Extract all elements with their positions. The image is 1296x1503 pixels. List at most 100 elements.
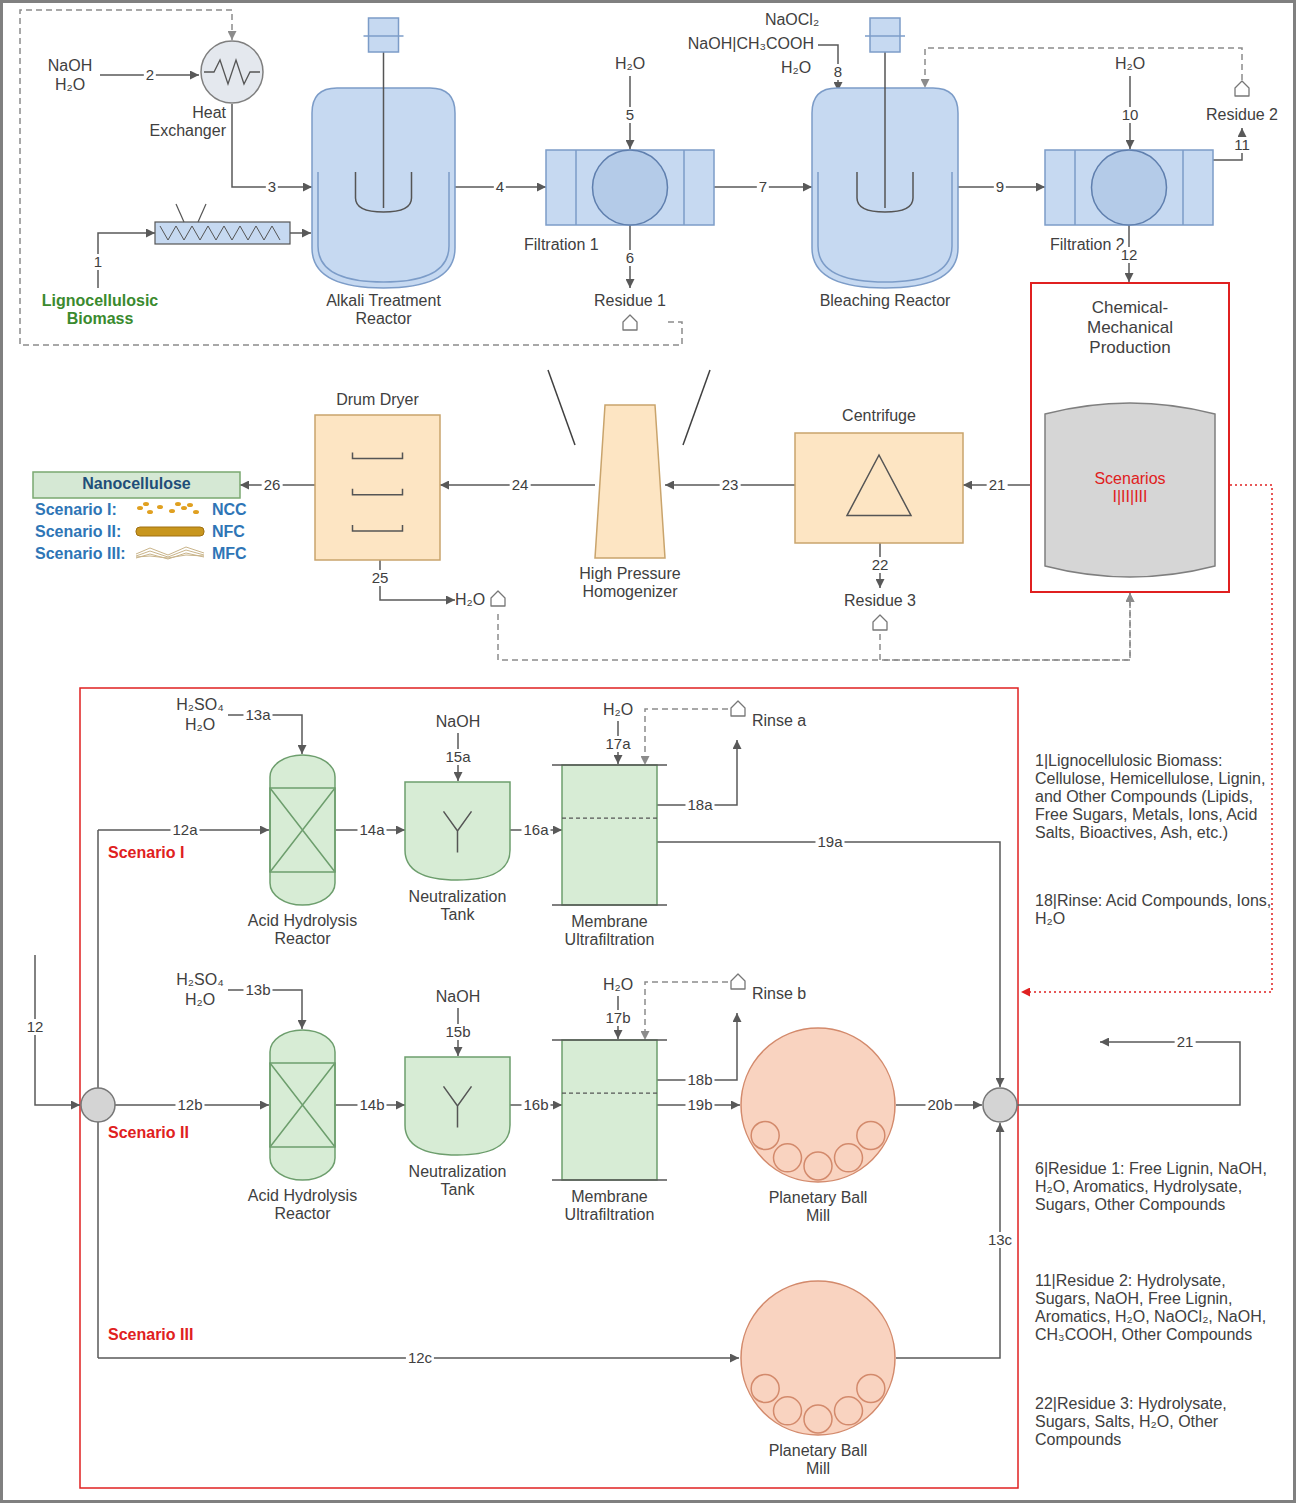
product-label: Scenario II: [35,523,121,541]
nfc-icon [136,527,204,536]
filter-housing [1045,150,1213,225]
heat-exchanger: Heat Exchanger [200,40,264,104]
tank-body [405,782,510,880]
homogenizer-body [595,405,665,558]
stream-number: 13b [243,982,272,998]
hopper [198,204,206,222]
node-label: Residue 3 [832,592,928,610]
ncc-icon [157,505,163,509]
dryer-tray [353,525,403,531]
stream-number: 20b [925,1097,954,1113]
membrane [562,818,657,819]
neutralization-tank: Neutralization Tank [405,782,510,880]
production-box: Chemical- Mechanical ProductionScenarios… [1030,282,1230,593]
legend-note: 22|Residue 3: Hydrolysate, Sugars, Salts… [1035,1395,1275,1449]
stream-number: 18b [685,1072,714,1088]
stream-line [896,1123,1000,1358]
ncc-icon [187,503,193,507]
chemical-input: NaOH [436,988,480,1006]
residue-outlet: Residue 2 [1200,80,1284,128]
chemical-input: H₂O [55,76,85,94]
filtration-unit: Filtration 2 [1045,150,1213,225]
grinding-ball [751,1375,779,1403]
filter-drum [593,150,668,225]
node-label: High Pressure Homogenizer [570,565,690,601]
node-label: Drum Dryer [315,391,440,409]
rinse-outlet: Rinse a [728,700,812,740]
stream-number: 21 [987,477,1008,493]
grinding-ball [835,1144,863,1172]
node-shape [812,88,958,288]
node-shape [562,1040,657,1180]
motor-flange [364,35,404,37]
agitator-paddle [857,172,913,212]
node-label: Residue 1 [582,292,678,310]
stream-number: 9 [994,179,1006,195]
node-label: Residue 2 [1196,106,1288,124]
stream-line [1017,1042,1240,1105]
chemical-input: NaOCl₂ [765,11,819,29]
homogenizer-flare [548,370,575,445]
chemical-input: NaOH [48,57,92,75]
process-stream [380,560,455,600]
chemical-input: H₂SO₄ [176,696,223,714]
grinding-ball [751,1122,779,1150]
stream-number: 15b [443,1024,472,1040]
stream-number: 21 [1175,1034,1196,1050]
node-shape [312,88,455,288]
filter-frame [1075,150,1183,225]
scenario-label: Scenario II [108,1124,189,1142]
ultrafiltration-membrane: Membrane Ultrafiltration [562,1040,657,1180]
process-stream [657,740,737,805]
stream-number: 25 [370,570,391,586]
node-label: Planetary Ball Mill [758,1189,878,1225]
stream-line [97,1122,99,1358]
acid-hydrolysis-reactor: Acid Hydrolysis Reactor [270,1030,335,1180]
node-shape [795,433,963,543]
membrane-flange [552,1040,667,1180]
node-shape [740,1027,896,1183]
ncc-icon [137,506,143,510]
product-label: MFC [212,545,247,563]
mfc-icon [136,555,204,558]
stream-number: 10 [1120,107,1141,123]
recycle-stream [645,709,728,765]
homogenizer: High Pressure Homogenizer [595,405,665,558]
filter-drum [1092,150,1167,225]
stream-number: 11 [1232,137,1252,153]
node-label: Membrane Ultrafiltration [547,1188,672,1224]
mfc-icon [136,550,204,557]
outlet-icon [731,974,745,989]
stream-junction [983,1088,1017,1122]
stream-number: 13c [986,1232,1014,1248]
node-shape [270,755,335,905]
dryer-tray [353,453,403,459]
chemical-input: H₂SO₄ [176,971,223,989]
dryer-housing [315,415,440,560]
scenario-region [80,688,1018,1488]
mill-jar [741,1028,895,1182]
ncc-icon [175,502,181,506]
stream-line [290,232,311,234]
grinding-ball [857,1375,885,1403]
node-label: Filtration 1 [524,236,624,254]
stream-number: 18a [685,797,714,813]
node-label: Rinse a [752,712,812,730]
node-shape [1045,150,1213,225]
exchanger-coil [204,60,260,84]
product-label: Scenario III: [35,545,126,563]
node-label: Centrifuge [795,407,963,425]
ball-mill: Planetary Ball Mill [740,1027,896,1183]
stream-number: 14a [357,822,386,838]
drum-dryer: Drum Dryer [315,415,440,560]
grinding-ball [804,1405,832,1433]
stream-number: 12c [406,1350,434,1366]
stream-number: 12b [175,1097,204,1113]
scenario-vessel [1045,403,1215,577]
motor [870,18,900,52]
packed-bed-cross [270,1063,335,1147]
node-label: Heat Exchanger [146,104,226,140]
stream-number: 3 [266,179,278,195]
legend-note: 18|Rinse: Acid Compounds, Ions, H₂O [1035,892,1275,928]
